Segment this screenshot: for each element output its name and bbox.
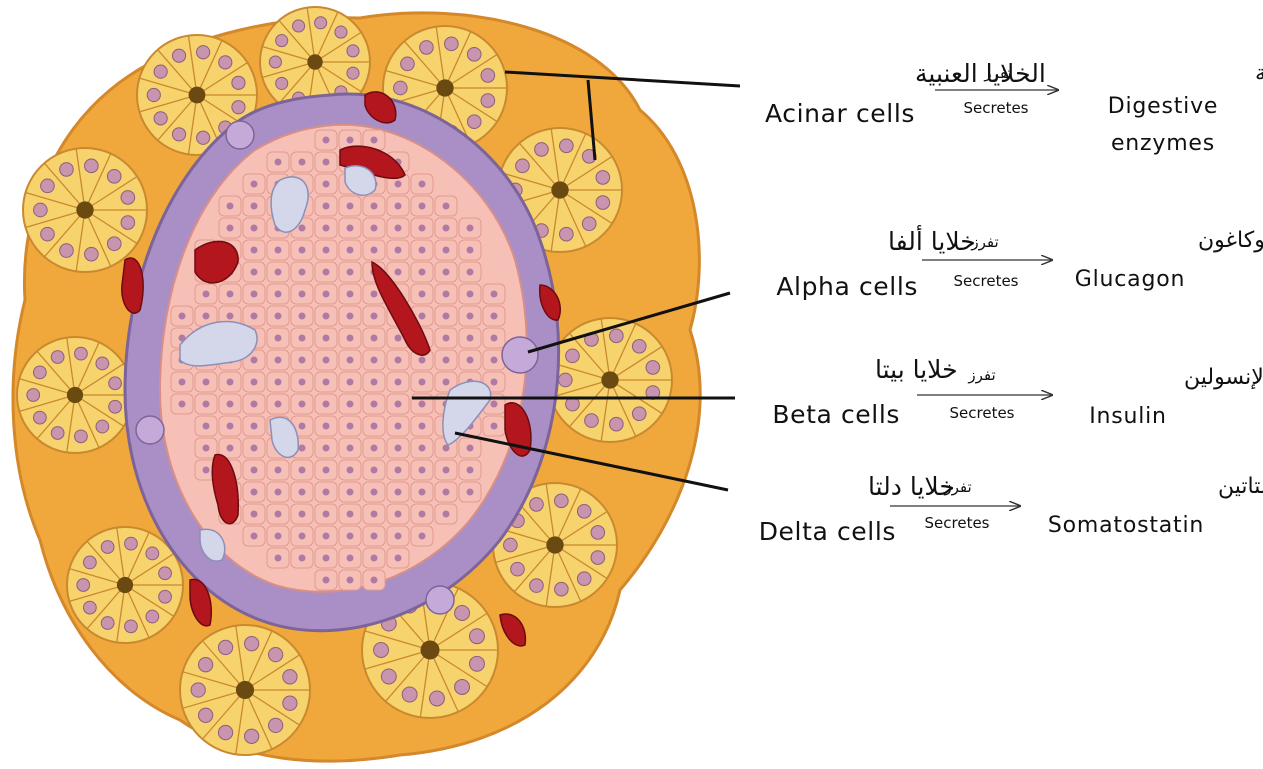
secretes-ar: تفرز bbox=[983, 64, 1011, 82]
islet-illustration bbox=[13, 7, 700, 761]
product-en: Glucagon bbox=[1075, 267, 1185, 292]
acinus bbox=[548, 318, 672, 442]
label-row-delta: خلايا دلتا Delta cells تفرز Secretes الس… bbox=[759, 472, 1263, 546]
alpha-cell bbox=[426, 586, 454, 614]
labels: الخلايا العنبية Acinar cells تفرز Secret… bbox=[759, 59, 1263, 546]
product-ar: السوماتوستاتين bbox=[1218, 474, 1263, 499]
cell-name-ar: خلايا ألفا bbox=[888, 224, 976, 256]
cell-name-en: Acinar cells bbox=[765, 99, 915, 128]
product-ar: إنزيمات هضمية bbox=[1255, 61, 1263, 86]
cell-name-en: Delta cells bbox=[759, 517, 896, 546]
secretes-en: Secretes bbox=[925, 514, 990, 532]
alpha-cell bbox=[502, 337, 538, 373]
label-row-alpha: خلايا ألفا Alpha cells تفرز Secretes الغ… bbox=[776, 224, 1263, 301]
secretes-en: Secretes bbox=[950, 404, 1015, 422]
label-row-acinar: الخلايا العنبية Acinar cells تفرز Secret… bbox=[765, 59, 1263, 156]
alpha-cell bbox=[136, 416, 164, 444]
cell-name-en: Beta cells bbox=[772, 400, 900, 429]
acinus bbox=[180, 625, 310, 755]
secretes-en: Secretes bbox=[964, 99, 1029, 117]
product-en: Digestive bbox=[1108, 94, 1219, 119]
alpha-cell bbox=[226, 121, 254, 149]
cell-name-ar: خلايا دلتا bbox=[868, 472, 955, 501]
cell-name-ar: خلايا بيتا bbox=[875, 355, 958, 384]
secretes-en: Secretes bbox=[954, 272, 1019, 290]
cell-name-ar: الخلايا العنبية bbox=[915, 59, 1046, 88]
product-en: enzymes bbox=[1111, 131, 1215, 156]
label-row-beta: خلايا بيتا Beta cells تفرز Secretes الإن… bbox=[772, 355, 1263, 429]
acinus bbox=[23, 148, 147, 272]
product-en: Insulin bbox=[1089, 404, 1167, 429]
product-ar: الغلوكاغون bbox=[1198, 228, 1263, 253]
secretes-ar: تفرز bbox=[967, 366, 995, 384]
capillary bbox=[122, 258, 143, 313]
product-ar: الإنسولين bbox=[1184, 365, 1263, 390]
product-en: Somatostatin bbox=[1048, 513, 1204, 538]
secretes-ar: تفرز bbox=[943, 478, 971, 496]
acinus bbox=[67, 527, 183, 643]
cell-name-en: Alpha cells bbox=[776, 272, 918, 301]
acinus bbox=[17, 337, 133, 453]
secretes-ar: تفرز bbox=[970, 233, 998, 251]
